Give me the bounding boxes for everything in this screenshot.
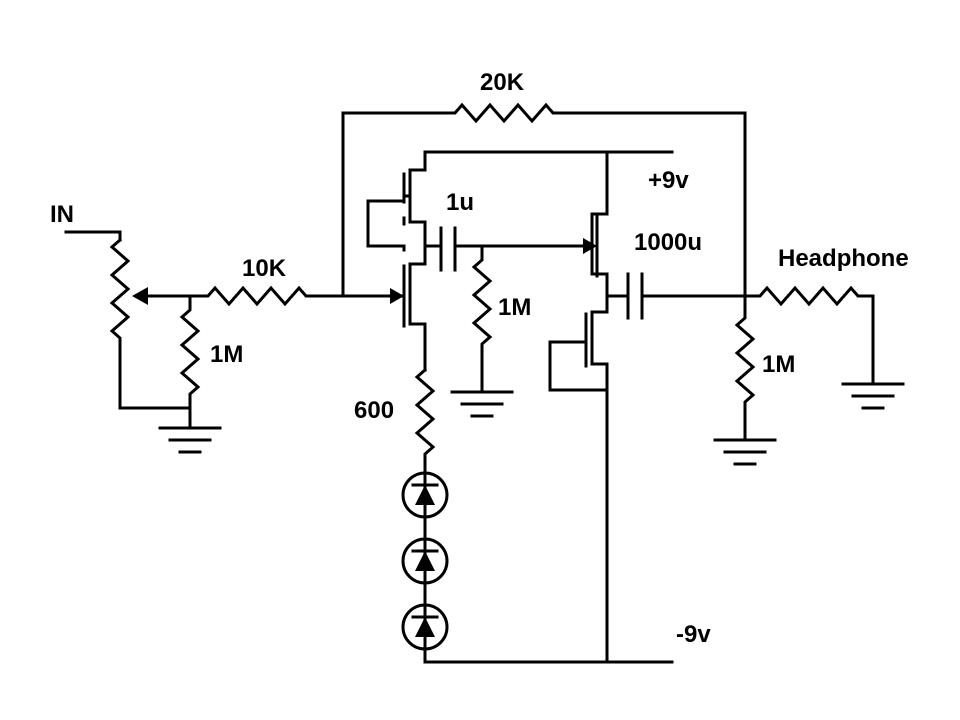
ground-symbol (158, 426, 222, 454)
wiper-arrow (132, 287, 148, 305)
gain-transistor (402, 250, 427, 372)
label-source-resistor: 600 (354, 397, 394, 424)
diode-1 (401, 471, 449, 519)
coupling-capacitor (423, 226, 585, 272)
source-resistor (414, 367, 436, 476)
label-negative-supply: -9v (676, 621, 711, 648)
input-resistor (188, 285, 406, 307)
label-pot-shunt-resistor: 1M (210, 341, 243, 368)
negative-rail (423, 514, 674, 664)
input-wire (64, 230, 122, 242)
diode-3 (401, 603, 449, 651)
pot-shunt-resistor (118, 294, 201, 430)
label-coupling-cap: 1u (446, 189, 474, 216)
label-input: IN (50, 201, 74, 228)
label-bias-resistor: 1M (498, 294, 531, 321)
output-capacitor (605, 272, 747, 320)
input-potentiometer (109, 237, 192, 410)
label-output: Headphone (778, 245, 909, 272)
feedback-resistor (341, 102, 747, 298)
output-current-sink (548, 294, 609, 664)
label-positive-supply: +9v (648, 167, 689, 194)
label-input-resistor: 10K (242, 255, 287, 282)
label-output-cap: 1000u (634, 229, 702, 256)
output-resistor (713, 294, 777, 466)
headphone-load (743, 285, 905, 410)
gate-arrow (390, 288, 404, 304)
driver-gate-arrow (583, 238, 597, 254)
diode-2 (401, 537, 449, 585)
label-output-resistor: 1M (762, 351, 795, 378)
bias-resistor (450, 244, 514, 418)
label-feedback-resistor: 20K (480, 69, 525, 96)
current-source-transistor (366, 150, 674, 254)
output-driver-transistor (590, 150, 609, 298)
